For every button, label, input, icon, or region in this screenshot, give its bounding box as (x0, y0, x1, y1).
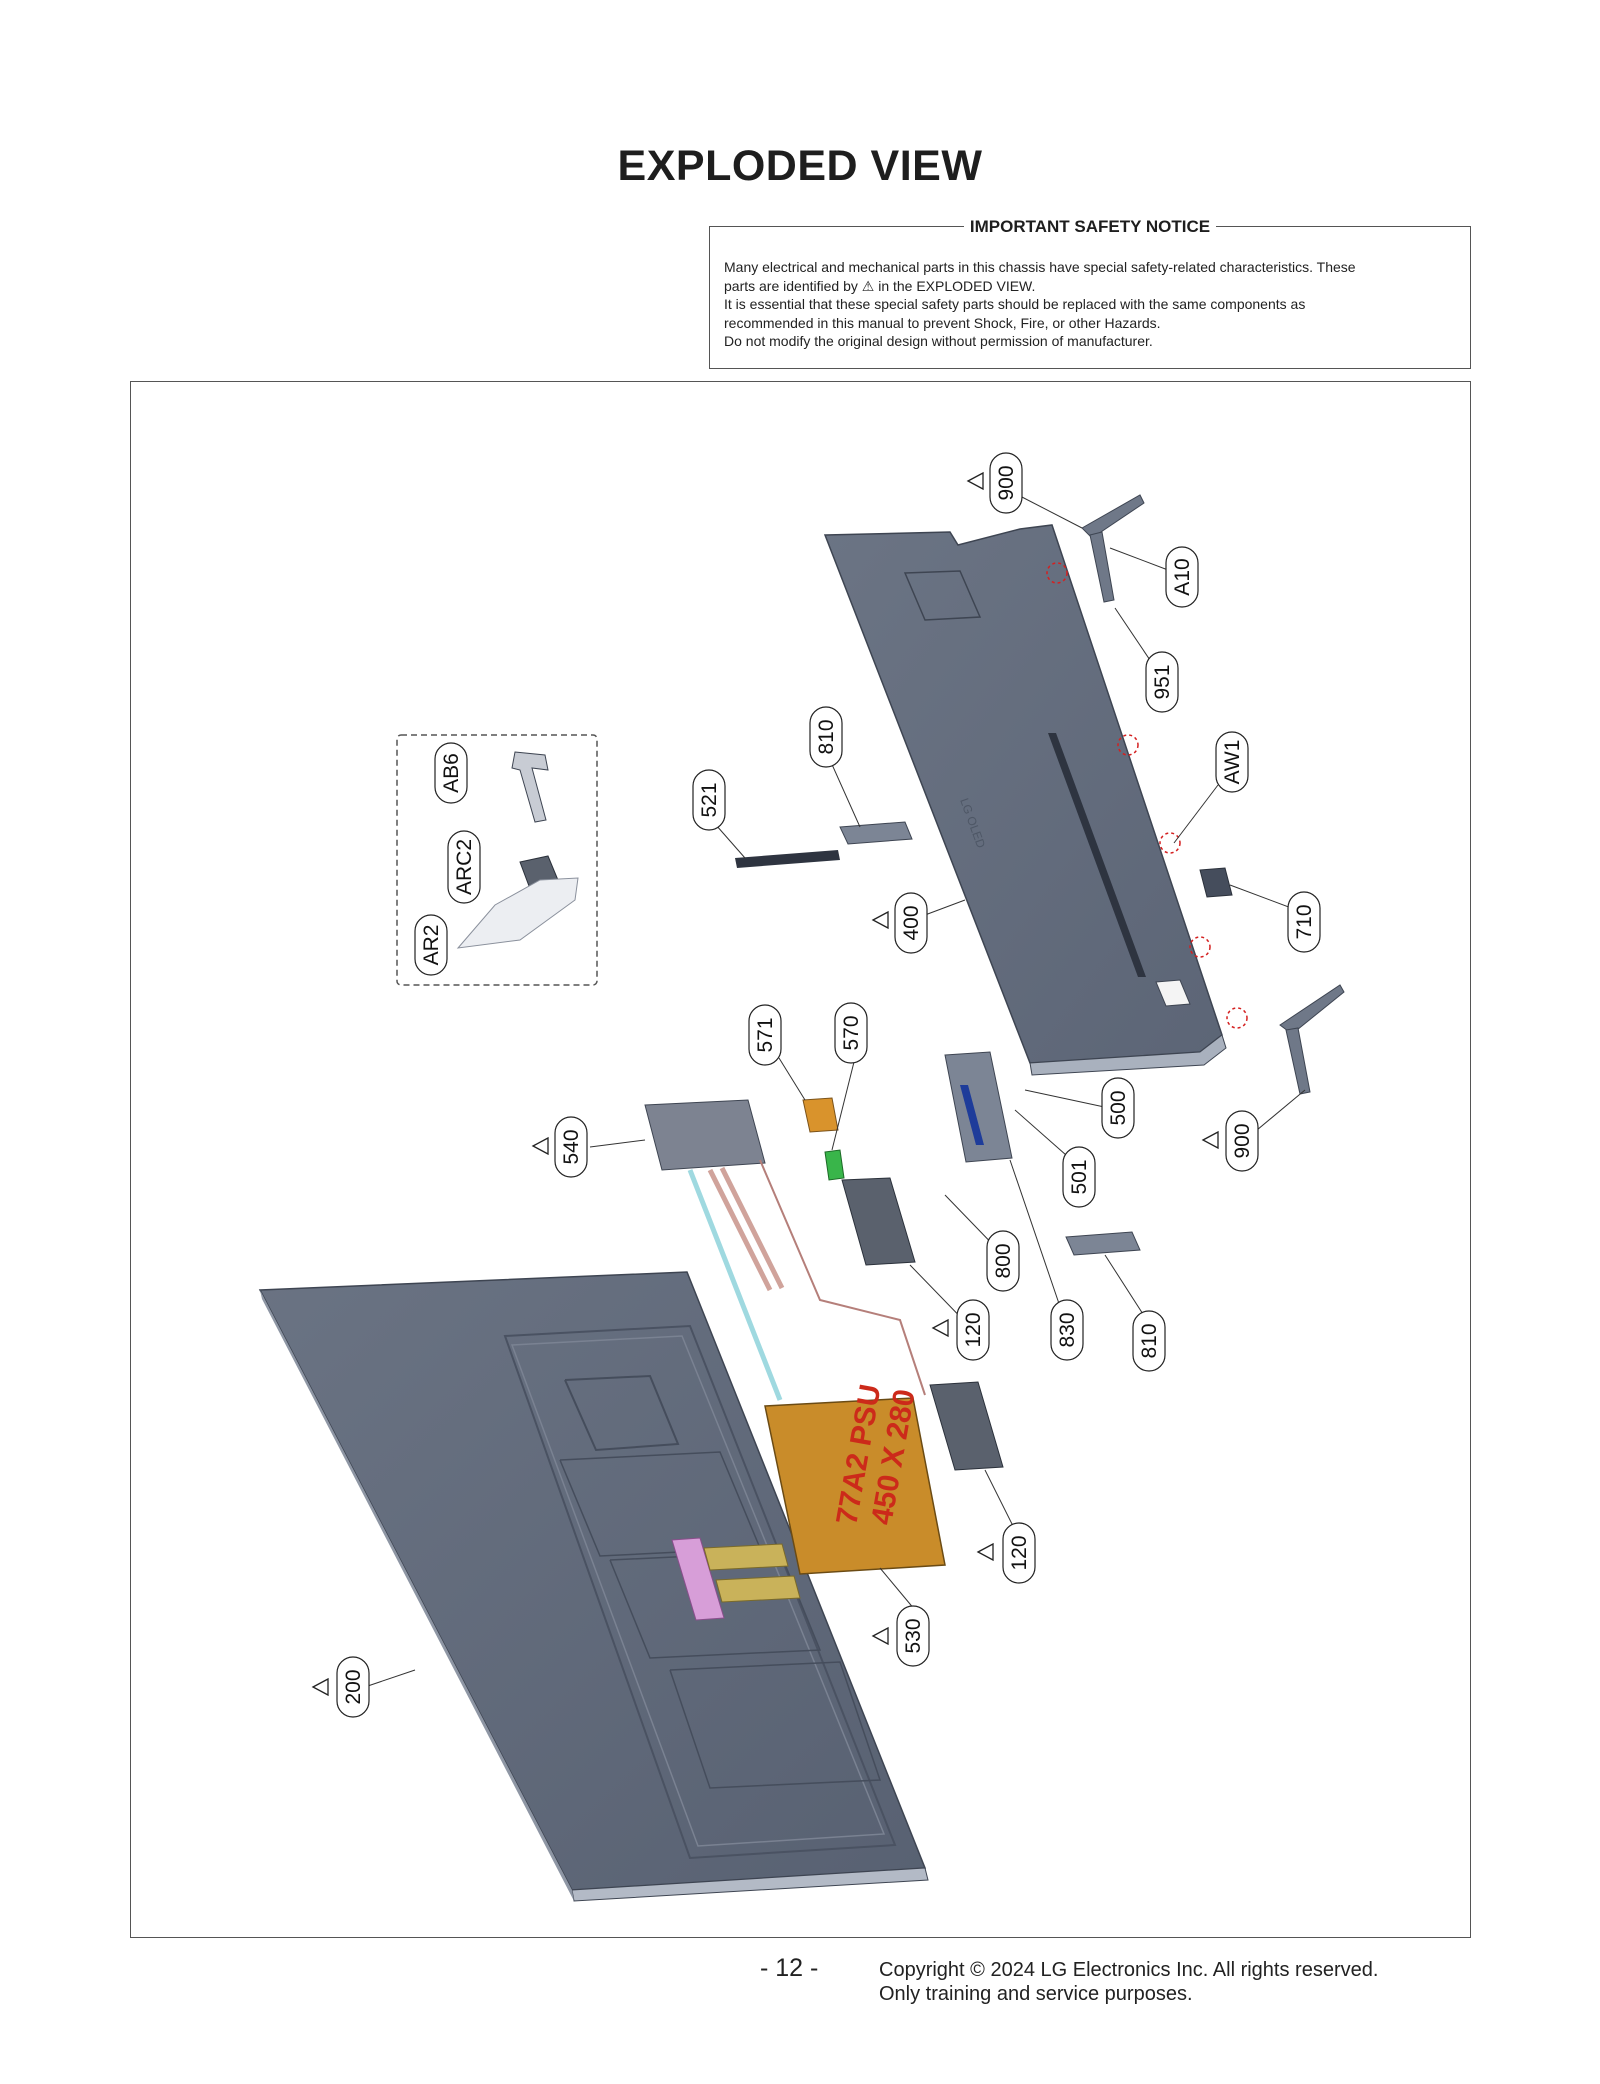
safety-notice-text: Many electrical and mechanical parts in … (724, 258, 1456, 351)
callout-label: 540 (560, 1129, 583, 1164)
callout-AR2: AR2 (414, 914, 448, 976)
diagram-frame (130, 381, 1471, 1938)
callout-A10: A10 (1165, 546, 1199, 608)
callout-label: ARC2 (453, 839, 476, 895)
copyright-line: Only training and service purposes. (879, 1983, 1193, 2005)
callout-120-lower: 120 (1002, 1522, 1036, 1584)
speaker-120-upper (841, 1177, 916, 1266)
callout-label: 521 (698, 782, 721, 817)
stand-900-bottom (1279, 984, 1345, 1095)
stand-900-top (1081, 494, 1145, 603)
callout-label: AW1 (1221, 740, 1244, 785)
notice-line: It is essential that these special safet… (724, 296, 1306, 312)
callout-label: 400 (900, 905, 923, 940)
callout-800: 800 (986, 1230, 1020, 1292)
board-571 (802, 1097, 839, 1133)
callout-ARC2: ARC2 (447, 830, 481, 904)
callout-label: 120 (962, 1312, 985, 1347)
callout-570: 570 (834, 1002, 868, 1064)
callout-710: 710 (1287, 891, 1321, 953)
ffc-cables (687, 1159, 926, 1401)
page-number: - 12 - (760, 1954, 819, 1982)
copyright-notice: Copyright © 2024 LG Electronics Inc. All… (879, 1958, 1378, 2006)
callout-571: 571 (748, 1004, 782, 1066)
callout-951: 951 (1145, 651, 1179, 713)
callout-label: 530 (902, 1618, 925, 1653)
copyright-line: Copyright © 2024 LG Electronics Inc. All… (879, 1959, 1379, 1981)
callout-label: AB6 (440, 753, 463, 793)
board-570 (824, 1149, 845, 1181)
safety-notice-heading: IMPORTANT SAFETY NOTICE (963, 217, 1217, 236)
callout-label: 501 (1068, 1159, 1091, 1194)
main-board-540 (644, 1099, 766, 1171)
callout-label: 800 (992, 1243, 1015, 1278)
notice-line: recommended in this manual to prevent Sh… (724, 314, 1161, 331)
callout-900-top: 900 (989, 452, 1023, 514)
callout-501: 501 (1062, 1146, 1096, 1208)
callout-810-lower: 810 (1132, 1310, 1166, 1372)
callout-label: 900 (995, 465, 1018, 500)
warning-triangle-icons (311, 471, 1219, 1697)
callout-810-upper: 810 (809, 706, 843, 768)
notice-line-part: in the EXPLODED VIEW. (878, 277, 1036, 294)
callout-label: 710 (1293, 904, 1316, 939)
callout-label: 951 (1151, 664, 1174, 699)
callout-label: 500 (1107, 1090, 1130, 1125)
callout-900-bottom: 900 (1225, 1110, 1259, 1172)
notice-line: Do not modify the original design withou… (724, 333, 1153, 349)
bracket-810-upper (839, 821, 913, 845)
page-title: EXPLODED VIEW (617, 142, 983, 190)
notice-line: parts are identified by ⚠ in the EXPLODE… (724, 277, 1456, 296)
callout-120-upper: 120 (956, 1299, 990, 1361)
callout-AB6: AB6 (434, 742, 468, 804)
cover-710 (1199, 867, 1233, 898)
bracket-830 (944, 1051, 1013, 1163)
callout-521: 521 (692, 769, 726, 831)
warning-triangle-icon: ⚠ (861, 277, 875, 294)
callout-label: 810 (1138, 1323, 1161, 1358)
panel-module-200 (258, 1271, 929, 1902)
callout-AW1: AW1 (1215, 731, 1249, 793)
callout-400: 400 (894, 892, 928, 954)
callout-200: 200 (336, 1656, 370, 1718)
callout-label: 830 (1056, 1312, 1079, 1347)
accessory-box (396, 734, 598, 986)
callout-540: 540 (554, 1116, 588, 1178)
cable-holder-521 (735, 850, 840, 868)
psu-530: 77A2 PSU 450 X 280 (764, 1382, 946, 1575)
screw-position-markers (1046, 562, 1248, 1029)
callout-530: 530 (896, 1605, 930, 1667)
callout-label: AR2 (420, 925, 443, 966)
callout-label: 570 (840, 1015, 863, 1050)
callout-label: 120 (1008, 1535, 1031, 1570)
callout-label: 200 (342, 1669, 365, 1704)
callout-label: A10 (1171, 558, 1194, 595)
callout-500: 500 (1101, 1077, 1135, 1139)
callout-label: 571 (754, 1017, 777, 1052)
callout-830: 830 (1050, 1299, 1084, 1361)
bracket-810-lower (1065, 1231, 1141, 1256)
notice-line: Many electrical and mechanical parts in … (724, 259, 1356, 275)
safety-notice-box: IMPORTANT SAFETY NOTICE Many electrical … (709, 217, 1471, 369)
callout-label: 900 (1231, 1123, 1254, 1158)
rear-cover-400: LG OLED (823, 524, 1227, 1076)
speaker-120-lower (929, 1381, 1004, 1471)
callout-label: 810 (815, 719, 838, 754)
notice-line-part: parts are identified by (724, 277, 858, 294)
